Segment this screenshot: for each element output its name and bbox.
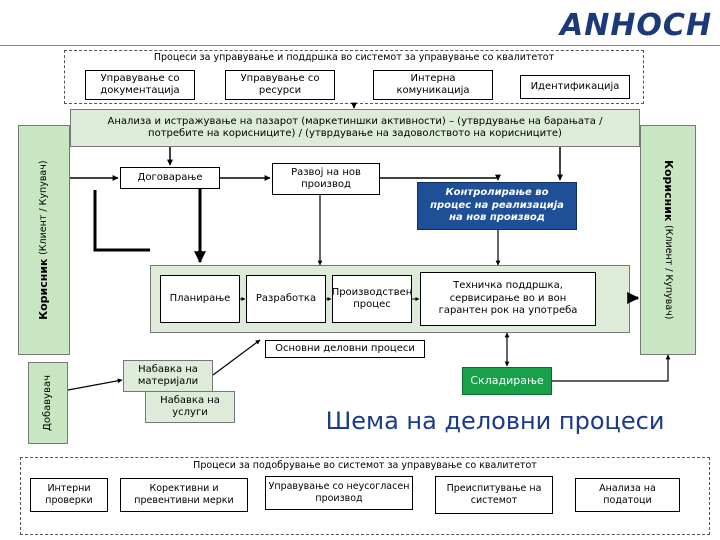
core-processes-label: Основни деловни процеси: [265, 340, 425, 358]
procurement-materials-box[interactable]: Набавка на материјали: [123, 360, 213, 392]
arrow-procurement-to-core: [212, 339, 261, 376]
core-item-production[interactable]: Производствен процес: [332, 275, 412, 323]
warehousing-box[interactable]: Складирање: [462, 367, 552, 395]
right-user-subtitle: (Клиент / Купувач): [662, 225, 674, 320]
arrow-warehousing-to-user: [552, 354, 671, 382]
contracting-box[interactable]: Договарање: [120, 167, 220, 189]
control-box[interactable]: Контролирање во процес на реализација на…: [417, 182, 577, 230]
logo: ANHOCH: [560, 8, 713, 43]
market-analysis-box[interactable]: Анализа и истражување на пазарот (маркет…: [70, 109, 640, 147]
bottom-panel: [20, 457, 710, 535]
development-box[interactable]: Развој на нов производ: [272, 163, 380, 195]
core-item-technical-support[interactable]: Техничка поддршка, сервисирање во и вон …: [420, 272, 596, 326]
top-item-resources[interactable]: Управување со ресурси: [225, 70, 335, 100]
core-item-elaboration[interactable]: Разработка: [246, 275, 326, 323]
arrow-development-to-control: [380, 174, 501, 181]
procurement-services-box[interactable]: Набавка на услуги: [145, 391, 235, 423]
top-item-communication[interactable]: Интерна комуникација: [373, 70, 493, 100]
core-item-planning[interactable]: Планирање: [160, 275, 240, 323]
arrow-left-loop: [93, 190, 150, 252]
bottom-panel-title: Процеси за подобрување во системот за уп…: [193, 460, 537, 471]
bottom-item-data-analysis[interactable]: Анализа на податоци: [575, 478, 680, 512]
header-rule: [0, 45, 720, 46]
bottom-item-corrective-measures[interactable]: Корективни и превентивни мерки: [120, 478, 248, 512]
right-user-panel: Корисник (Клиент / Купувач): [640, 125, 696, 355]
bottom-item-system-review[interactable]: Преиспитување на системот: [435, 476, 553, 514]
bottom-item-nonconforming-product[interactable]: Управување со неусогласен производ: [265, 476, 413, 510]
top-panel-title: Процеси за управување и поддршка во сист…: [153, 52, 555, 63]
supplier-panel: Добавувач: [28, 362, 68, 444]
main-title: Шема на деловни процеси: [325, 407, 665, 435]
right-user-title: Корисник: [661, 160, 675, 222]
arrow-supplier-to-procurement: [67, 378, 123, 391]
top-item-documentation[interactable]: Управување со документација: [85, 70, 195, 100]
top-item-identification[interactable]: Идентификација: [520, 75, 630, 99]
left-user-panel: Корисник (Клиент / Купувач): [18, 125, 70, 355]
bottom-item-internal-audits[interactable]: Интерни проверки: [30, 478, 108, 512]
